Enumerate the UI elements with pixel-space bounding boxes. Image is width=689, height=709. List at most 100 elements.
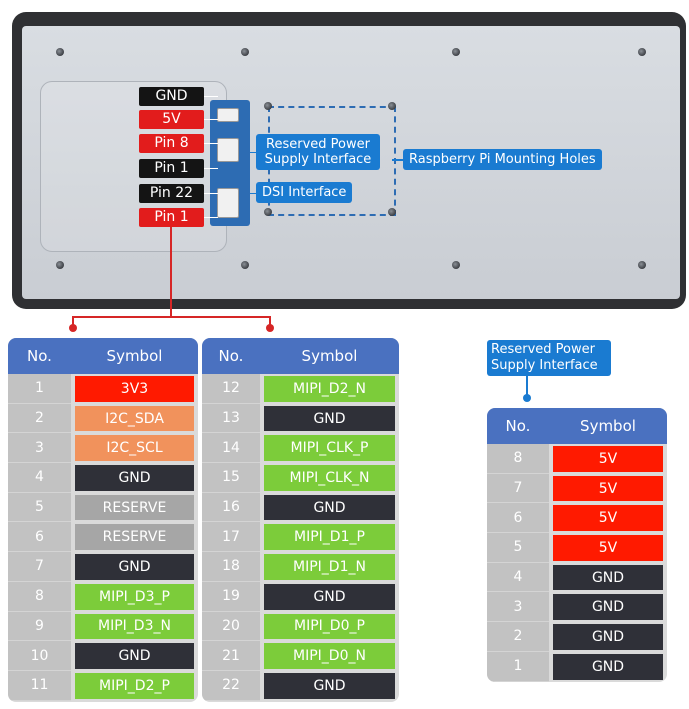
pin-number: 4 bbox=[487, 562, 549, 593]
pin-label-gnd: GND bbox=[139, 87, 204, 106]
table-bracket-line bbox=[72, 316, 271, 318]
pin-number: 21 bbox=[202, 641, 260, 671]
pin-number: 5 bbox=[8, 492, 71, 523]
table-bracket-line bbox=[269, 316, 271, 327]
header-symbol: Symbol bbox=[106, 347, 163, 365]
pin-number: 13 bbox=[202, 403, 260, 434]
bracket-dot-icon bbox=[69, 324, 77, 332]
screw-icon bbox=[452, 261, 460, 269]
pin-number: 2 bbox=[487, 622, 549, 652]
pin-label-5v: 5V bbox=[139, 110, 204, 129]
pin-symbol: MIPI_D3_P bbox=[75, 583, 194, 610]
pin-number: 20 bbox=[202, 611, 260, 642]
pin-number: 15 bbox=[202, 463, 260, 493]
mounting-hole-icon bbox=[264, 208, 272, 216]
pin-symbol: GND bbox=[553, 594, 663, 621]
pin-symbol: GND bbox=[553, 564, 663, 591]
table-header: No. Symbol bbox=[202, 338, 399, 374]
power-table-title: Reserved Power Supply Interface bbox=[487, 340, 611, 376]
pin-number: 2 bbox=[8, 403, 71, 434]
header-symbol: Symbol bbox=[580, 417, 636, 435]
callout-mounting-holes: Raspberry Pi Mounting Holes bbox=[403, 149, 602, 170]
pin-symbol: RESERVE bbox=[75, 494, 194, 521]
callout-reserved-power: Reserved Power Supply Interface bbox=[256, 134, 380, 170]
pin-number: 3 bbox=[487, 592, 549, 623]
table-bracket-line bbox=[72, 316, 74, 327]
table-header: No. Symbol bbox=[8, 338, 198, 374]
leader-line bbox=[204, 168, 218, 169]
power-connector-icon bbox=[217, 138, 239, 162]
pin-symbol: GND bbox=[553, 624, 663, 650]
pin-label-pin1-dsi: Pin 1 bbox=[139, 208, 204, 227]
pin-number: 22 bbox=[202, 670, 260, 701]
pin-number: 6 bbox=[8, 522, 71, 553]
pin-number: 3 bbox=[8, 433, 71, 464]
pin-label-pin22: Pin 22 bbox=[139, 184, 204, 203]
pin-label-pin8: Pin 8 bbox=[139, 134, 204, 153]
pin-number: 1 bbox=[487, 651, 549, 682]
mounting-hole-icon bbox=[264, 102, 272, 110]
bracket-dot-icon bbox=[266, 324, 274, 332]
screw-icon bbox=[56, 48, 64, 56]
pin-symbol: I2C_SCL bbox=[75, 435, 194, 462]
pin-number: 16 bbox=[202, 492, 260, 523]
pin-number: 4 bbox=[8, 463, 71, 493]
callout-pointer bbox=[392, 159, 403, 161]
pin1-leader-line bbox=[170, 227, 172, 317]
pin-symbol: RESERVE bbox=[75, 524, 194, 551]
screw-icon bbox=[241, 48, 249, 56]
pin-symbol: MIPI_D1_N bbox=[264, 554, 395, 580]
pin-symbol: 5V bbox=[553, 475, 663, 502]
pin-number: 14 bbox=[202, 433, 260, 464]
header-symbol: Symbol bbox=[301, 347, 358, 365]
pin-number: 7 bbox=[487, 473, 549, 504]
leader-line bbox=[204, 119, 218, 120]
pin-number: 9 bbox=[8, 611, 71, 642]
pin-symbol: GND bbox=[264, 672, 395, 699]
pin-label-pin1-power: Pin 1 bbox=[139, 159, 204, 178]
pin-symbol: MIPI_D0_P bbox=[264, 613, 395, 640]
pin-symbol: GND bbox=[264, 494, 395, 521]
pin-number: 6 bbox=[487, 503, 549, 534]
pin-number: 5 bbox=[487, 533, 549, 563]
connector-icon bbox=[217, 108, 239, 122]
mounting-hole-icon bbox=[388, 102, 396, 110]
pin-symbol: 5V bbox=[553, 446, 663, 472]
pin-number: 19 bbox=[202, 581, 260, 612]
pin-symbol: GND bbox=[75, 643, 194, 669]
table-header: No. Symbol bbox=[487, 408, 667, 444]
pin-number: 12 bbox=[202, 374, 260, 404]
pin-symbol: MIPI_D2_P bbox=[75, 672, 194, 699]
callout-dsi: DSI Interface bbox=[256, 182, 353, 203]
callout-dot-icon bbox=[523, 394, 531, 402]
mounting-hole-icon bbox=[388, 208, 396, 216]
leader-line bbox=[204, 193, 218, 194]
pin-number: 18 bbox=[202, 552, 260, 582]
screw-icon bbox=[56, 261, 64, 269]
pin-symbol: GND bbox=[264, 583, 395, 610]
callout-pointer bbox=[526, 376, 528, 398]
pin-number: 10 bbox=[8, 641, 71, 671]
